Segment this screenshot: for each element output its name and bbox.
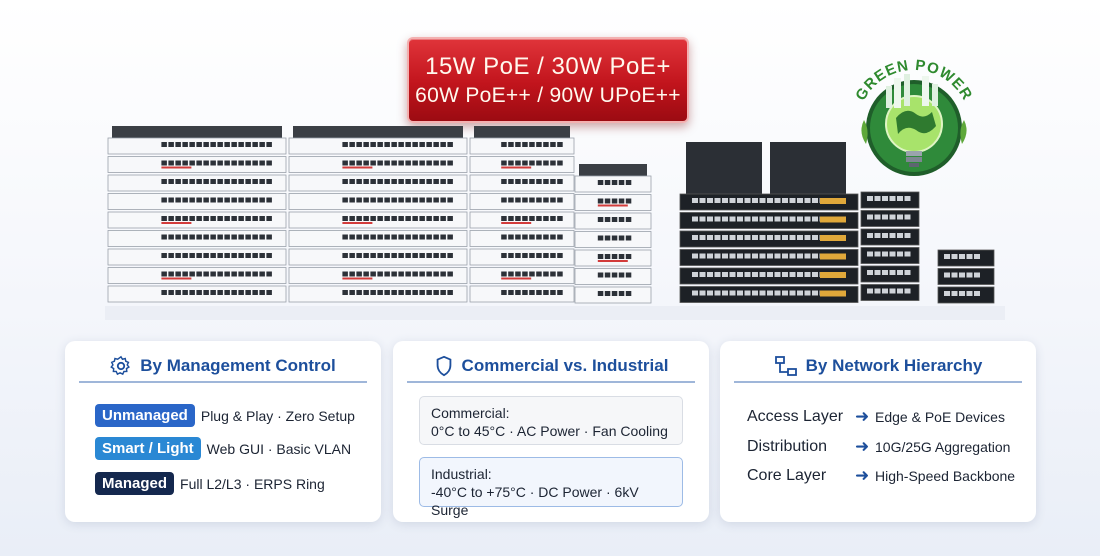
list-item: Unmanaged Plug & Play · Zero Setup (95, 404, 355, 427)
floor-reflection (105, 306, 1005, 320)
list-item: Distribution ➜ 10G/25G Aggregation (747, 437, 1010, 457)
switch-lid (579, 164, 647, 176)
green-power-logo: GREEN POWER (852, 57, 975, 176)
managed-desc: Full L2/L3 · ERPS Ring (180, 475, 325, 492)
smart-badge: Smart / Light (95, 437, 201, 460)
switch-lid (112, 126, 282, 138)
gear-icon (110, 355, 131, 376)
environment-panel-title: Commercial vs. Industrial (461, 356, 669, 375)
commercial-label: Commercial: (431, 405, 510, 421)
industrial-switch (686, 142, 762, 194)
unmanaged-desc: Plug & Play · Zero Setup (200, 407, 355, 424)
poe-banner: 15W PoE / 30W PoE+ 60W PoE++ / 90W UPoE+… (407, 37, 689, 123)
industrial-label: Industrial: (431, 466, 492, 482)
switch-lid (293, 126, 463, 138)
arrow-right-icon: ➜ (855, 407, 870, 426)
commercial-box: Commercial: 0°C to 45°C · AC Power · Fan… (419, 396, 683, 445)
hierarchy-panel-title: By Network Hierarchy (805, 356, 983, 375)
switch-lid (474, 126, 570, 138)
management-panel-header: By Management Control (79, 351, 367, 383)
access-layer-desc: Edge & PoE Devices (875, 409, 1005, 425)
commercial-desc: 0°C to 45°C · AC Power · Fan Cooling (431, 423, 668, 439)
network-hierarchy-icon (774, 356, 797, 376)
management-panel-title: By Management Control (140, 356, 336, 375)
banner-line-1: 15W PoE / 30W PoE+ (425, 53, 671, 80)
distribution-label: Distribution (747, 438, 828, 455)
arrow-right-icon: ➜ (855, 437, 870, 456)
list-item: Managed Full L2/L3 · ERPS Ring (95, 472, 325, 495)
management-control-panel: By Management Control Unmanaged Plug & P… (65, 341, 381, 522)
switch-product-lineup (105, 126, 1005, 320)
hierarchy-panel-header: By Network Hierarchy (734, 351, 1022, 383)
unmanaged-badge: Unmanaged (95, 404, 195, 427)
distribution-desc: 10G/25G Aggregation (875, 439, 1011, 455)
industrial-switch (770, 142, 846, 194)
managed-badge: Managed (95, 472, 175, 495)
smart-desc: Web GUI · Basic VLAN (206, 440, 352, 457)
commercial-industrial-panel: Commercial vs. Industrial Commercial: 0°… (393, 341, 709, 522)
environment-panel-header: Commercial vs. Industrial (407, 351, 695, 383)
industrial-desc: -40°C to +75°C · DC Power · 6kV Surge (431, 484, 639, 518)
list-item: Smart / Light Web GUI · Basic VLAN (95, 437, 351, 460)
shield-icon (436, 355, 451, 377)
globe-lightbulb-icon (885, 74, 943, 167)
core-layer-label: Core Layer (747, 467, 827, 484)
list-item: Core Layer ➜ High-Speed Backbone (747, 466, 1015, 486)
network-hierarchy-panel: By Network Hierarchy Access Layer ➜ Edge… (720, 341, 1036, 522)
banner-line-2: 60W PoE++ / 90W UPoE++ (415, 84, 681, 107)
access-layer-label: Access Layer (747, 408, 844, 425)
core-layer-desc: High-Speed Backbone (875, 468, 1016, 484)
industrial-box: Industrial: -40°C to +75°C · DC Power · … (419, 457, 683, 518)
list-item: Access Layer ➜ Edge & PoE Devices (747, 407, 1005, 427)
arrow-right-icon: ➜ (855, 466, 870, 485)
